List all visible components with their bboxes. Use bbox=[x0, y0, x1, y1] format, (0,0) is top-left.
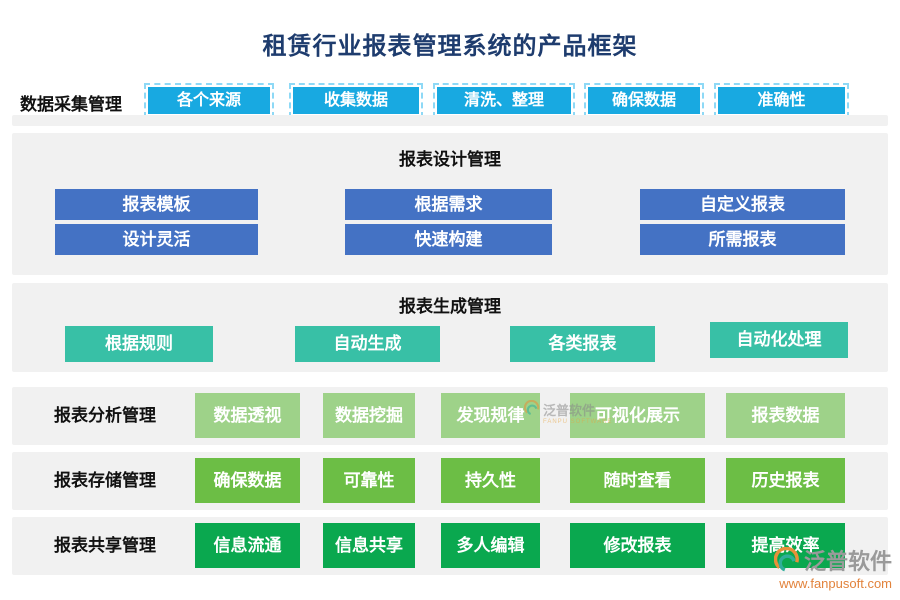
storage-block-ensure: 确保数据 bbox=[195, 458, 300, 503]
collect-block-gather: 收集数据 bbox=[289, 83, 423, 118]
section-title-generate: 报表生成管理 bbox=[399, 297, 501, 316]
design-block-requirement: 根据需求 bbox=[345, 189, 552, 220]
generate-block-types: 各类报表 bbox=[510, 326, 655, 362]
share-block-modify: 修改报表 bbox=[570, 523, 705, 568]
row-label-share: 报表共享管理 bbox=[54, 536, 156, 555]
analysis-block-mining: 数据挖掘 bbox=[323, 393, 415, 438]
storage-block-persistence: 持久性 bbox=[441, 458, 540, 503]
generate-block-rules: 根据规则 bbox=[65, 326, 213, 362]
collect-block-clean: 清洗、整理 bbox=[433, 83, 575, 118]
analysis-block-visualization: 可视化展示 bbox=[570, 393, 705, 438]
row-label-data-collection: 数据采集管理 bbox=[20, 95, 122, 114]
design-block-needed: 所需报表 bbox=[640, 224, 845, 255]
row-label-storage: 报表存储管理 bbox=[54, 471, 156, 490]
collect-block-accuracy: 准确性 bbox=[714, 83, 849, 118]
analysis-block-pivot: 数据透视 bbox=[195, 393, 300, 438]
generate-block-automation: 自动化处理 bbox=[710, 322, 848, 358]
storage-block-history: 历史报表 bbox=[726, 458, 845, 503]
design-block-custom: 自定义报表 bbox=[640, 189, 845, 220]
section-title-design: 报表设计管理 bbox=[399, 150, 501, 169]
section-report-generate: 报表生成管理 根据规则 自动生成 各类报表 自动化处理 bbox=[12, 283, 888, 372]
share-block-flow: 信息流通 bbox=[195, 523, 300, 568]
collect-block-sources: 各个来源 bbox=[144, 83, 274, 118]
analysis-block-reportdata: 报表数据 bbox=[726, 393, 845, 438]
watermark-url: www.fanpusoft.com bbox=[779, 576, 892, 591]
share-block-sharing: 信息共享 bbox=[323, 523, 415, 568]
section-report-storage: 报表存储管理 确保数据 可靠性 持久性 随时查看 历史报表 bbox=[12, 452, 888, 510]
design-block-template: 报表模板 bbox=[55, 189, 258, 220]
share-block-multiedit: 多人编辑 bbox=[441, 523, 540, 568]
section-report-share: 报表共享管理 信息流通 信息共享 多人编辑 修改报表 提高效率 bbox=[12, 517, 888, 575]
storage-block-reliability: 可靠性 bbox=[323, 458, 415, 503]
design-block-flexible: 设计灵活 bbox=[55, 224, 258, 255]
generate-block-auto: 自动生成 bbox=[295, 326, 440, 362]
analysis-block-patterns: 发现规律 bbox=[441, 393, 540, 438]
divider-strip bbox=[12, 115, 888, 126]
page-title: 租赁行业报表管理系统的产品框架 bbox=[262, 33, 638, 60]
collect-block-ensure: 确保数据 bbox=[584, 83, 704, 118]
section-report-design: 报表设计管理 报表模板 根据需求 自定义报表 设计灵活 快速构建 所需报表 bbox=[12, 133, 888, 275]
section-report-analysis: 报表分析管理 数据透视 数据挖掘 发现规律 可视化展示 报表数据 bbox=[12, 387, 888, 445]
storage-block-anytime: 随时查看 bbox=[570, 458, 705, 503]
row-label-analysis: 报表分析管理 bbox=[54, 406, 156, 425]
design-block-quickbuild: 快速构建 bbox=[345, 224, 552, 255]
share-block-efficiency: 提高效率 bbox=[726, 523, 845, 568]
